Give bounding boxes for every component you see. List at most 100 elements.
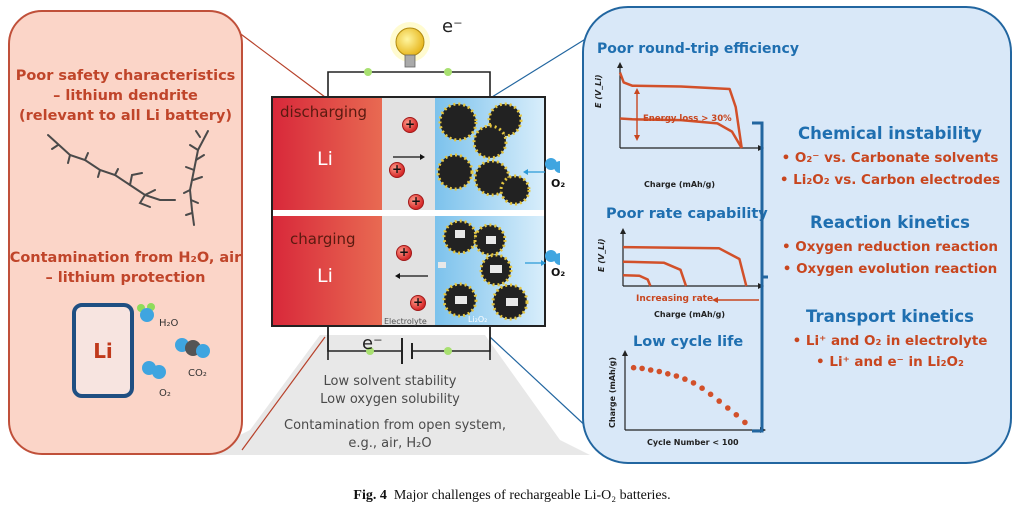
ion-flow-arrow-right — [393, 154, 425, 160]
energy-loss-arrow-head-bottom — [634, 135, 640, 141]
anode-charging — [272, 216, 382, 326]
cycle-data-point — [630, 364, 637, 371]
transport-kinetics-heading: Transport kinetics — [806, 307, 974, 326]
contamination-line2: – lithium protection — [45, 270, 206, 286]
efficiency-title: Poor round-trip efficiency — [597, 41, 799, 57]
cycle-data-point — [742, 419, 748, 426]
lithium-box: Li — [72, 303, 134, 398]
light-bulb-icon — [395, 27, 425, 57]
co2-molecule-icon — [175, 338, 210, 358]
bulb-base-icon — [404, 54, 416, 68]
chart1-annotation: Energy loss > 30% — [643, 114, 732, 124]
electron-dot-icon — [444, 347, 452, 355]
figure-caption: Fig. 4 Major challenges of rechargeable … — [0, 488, 1024, 504]
carbon-particles-charging — [438, 219, 529, 321]
lithium-box-label: Li — [93, 338, 113, 363]
efficiency-line-discharge — [619, 117, 743, 149]
electron-dot-icon — [366, 347, 374, 355]
chart2-xlabel: Charge (mAh/g) — [654, 310, 726, 319]
bracket-icon — [752, 121, 768, 433]
o2-label: O₂ — [159, 388, 171, 399]
cycle-life-chart — [622, 350, 766, 433]
o2-molecule-icon-bottom — [545, 250, 560, 265]
chemical-instability-heading: Chemical instability — [798, 124, 982, 143]
electron-label-bottom: e⁻ — [362, 333, 383, 354]
left-connector-top — [229, 25, 326, 98]
lithium-ion-icon: + — [389, 162, 405, 178]
battery-cell-diagram — [271, 22, 560, 360]
cycle-data-point — [716, 398, 722, 404]
ion-flow-arrow-left — [395, 273, 428, 279]
cycle-data-point — [673, 373, 680, 379]
h2o-molecule-icon — [137, 303, 155, 322]
cycle-data-point — [707, 391, 714, 398]
figure-label: Fig. 4 — [353, 488, 387, 503]
electron-dot-icon — [444, 68, 452, 76]
h2o-label: H₂O — [159, 318, 179, 329]
cycle-data-point — [639, 365, 645, 372]
cycle-data-point — [665, 371, 671, 377]
efficiency-chart — [617, 62, 764, 151]
chart3-y-arrow — [622, 350, 628, 356]
chart1-ylabel: E (V_Li) — [594, 74, 603, 108]
carbon-particles-discharging — [436, 102, 531, 206]
chart2-ylabel: E (V_Li) — [597, 238, 606, 272]
cycle-data-point — [699, 385, 705, 391]
reaction-kinetics-heading: Reaction kinetics — [810, 213, 970, 232]
bottom-circuit — [327, 326, 491, 364]
o2-outflow-arrow — [525, 260, 546, 266]
right-connector-top — [491, 29, 601, 98]
o2-molecule-icon-top — [545, 158, 560, 173]
right-connector-bottom — [489, 336, 591, 431]
safety-title-line1: Poor safety characteristics — [15, 68, 236, 84]
chemical-bullet: • O₂⁻ vs. Carbonate solvents — [781, 150, 999, 166]
chemical-bullet: • Li₂O₂ vs. Carbon electrodes — [779, 172, 1001, 188]
rate-title: Poor rate capability — [606, 206, 768, 222]
note-contamination-examples: e.g., air, H₂O — [348, 436, 432, 451]
li2o2-label: Li₂O₂ — [468, 315, 488, 324]
cycle-data-point — [682, 376, 688, 382]
energy-loss-arrow-head-top — [634, 88, 640, 94]
contamination-line1: Contamination from H₂O, air — [9, 250, 242, 266]
electron-dot-icon — [364, 68, 372, 76]
note-solvent-stability: Low solvent stability — [323, 374, 457, 389]
o2-inflow-arrow — [523, 169, 545, 175]
cycle-title: Low cycle life — [633, 334, 744, 350]
dendrite-icon-left — [47, 134, 176, 208]
cycle-data-point — [733, 412, 740, 418]
left-connector-bottom — [241, 336, 326, 451]
increasing-rate-arrow-icon — [712, 297, 759, 303]
dendrite-icon-right — [183, 130, 209, 226]
cycle-data-point — [725, 405, 731, 411]
grey-trapezoid — [200, 335, 590, 455]
rate-line-low-rate — [622, 245, 748, 287]
charging-label: charging — [290, 230, 356, 248]
co2-label: CO₂ — [188, 368, 207, 379]
cell-divider — [272, 210, 545, 216]
o2-label-bottom: O₂ — [551, 266, 566, 279]
chart3-ylabel: Charge (mAh/g) — [608, 356, 617, 428]
bottom-circuit-path — [327, 326, 491, 352]
dendrite-icons — [47, 130, 209, 226]
figure-caption-text: Major challenges of rechargeable Li-O₂ b… — [393, 488, 671, 503]
anode-discharging — [272, 97, 382, 210]
o2-label-top: O₂ — [551, 177, 566, 190]
electron-label-top: e⁻ — [442, 16, 463, 37]
electrolyte-charging — [382, 216, 435, 326]
rate-line-high-rate — [622, 273, 652, 287]
molecule-icons — [137, 303, 210, 379]
top-circuit-wire — [327, 71, 491, 97]
cycle-data-point — [656, 368, 663, 375]
electrolyte-discharging — [382, 97, 435, 210]
safety-title-line2: – lithium dendrite — [53, 88, 198, 104]
lithium-ion-icon: + — [396, 245, 412, 261]
transport-bullet: • Li⁺ and e⁻ in Li₂O₂ — [816, 354, 964, 370]
chart1-xlabel: Charge (mAh/g) — [644, 180, 716, 189]
lithium-ion-icon: + — [408, 194, 424, 210]
efficiency-line-charge — [618, 72, 743, 149]
discharging-label: discharging — [280, 103, 368, 121]
rate-line-mid-rate — [622, 260, 688, 287]
o2-molecule-icon — [142, 361, 166, 379]
anode-label-discharging: Li — [317, 148, 333, 170]
